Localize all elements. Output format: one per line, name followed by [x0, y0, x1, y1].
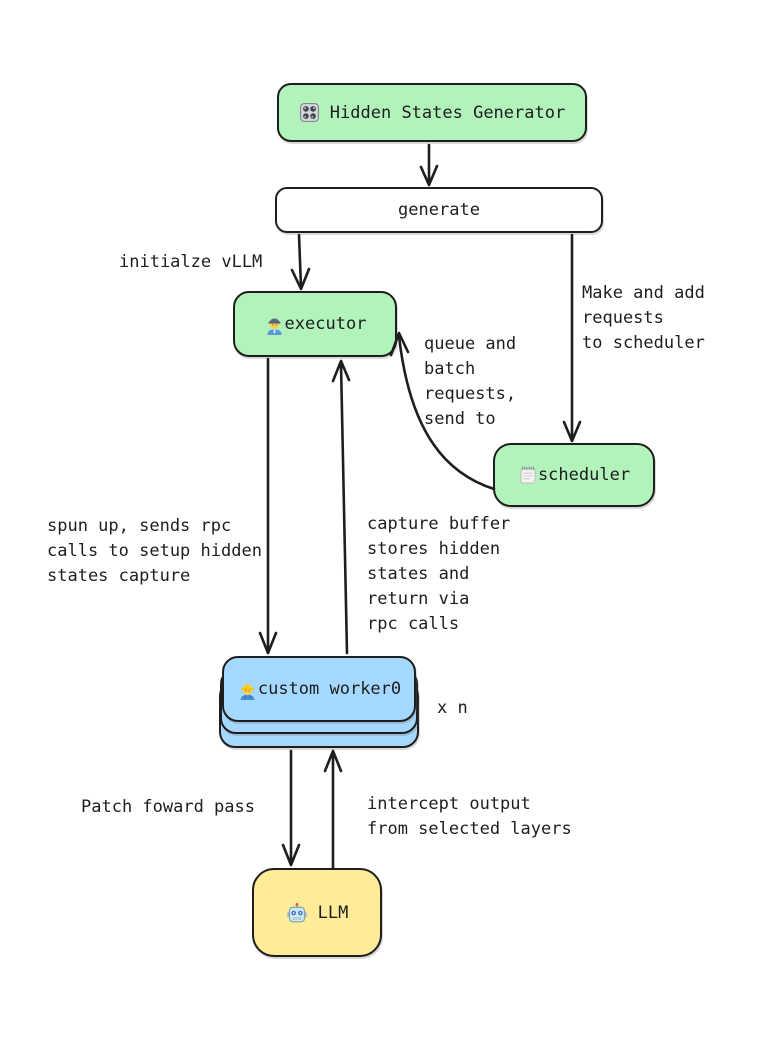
node-label-scheduler: scheduler	[537, 465, 631, 485]
arrow-generator-to-generate	[419, 143, 439, 187]
node-custom-worker: custom worker0	[222, 656, 416, 722]
arrow-generate-to-executor	[290, 233, 311, 291]
edge-label-capture-buffer: capture buffer stores hidden states and …	[367, 514, 511, 634]
worker-multiplier-label: x n	[437, 698, 468, 718]
arrow-worker-to-llm	[281, 749, 301, 867]
arrow-generate-to-scheduler	[562, 233, 582, 443]
node-label-generator: Hidden States Generator	[329, 102, 566, 123]
edge-label-initialize-vllm: initialze vLLM	[119, 252, 263, 272]
node-label-executor: executor	[284, 314, 367, 334]
edge-label-spun-up: spun up, sends rpc calls to setup hidden…	[47, 516, 262, 586]
node-scheduler: scheduler	[493, 443, 655, 507]
arrow-worker-to-executor	[331, 359, 351, 655]
node-llm: LLM	[252, 868, 382, 957]
control-knobs-icon	[299, 102, 320, 123]
arrow-executor-to-worker	[258, 357, 278, 655]
node-label-custom-worker: custom worker0	[257, 679, 402, 699]
node-label-generate: generate	[398, 200, 480, 220]
node-label-llm: LLM	[317, 902, 349, 923]
robot-icon	[286, 902, 308, 924]
spiral-notepad-icon	[518, 465, 538, 485]
node-executor: executor	[233, 291, 397, 357]
node-generate: generate	[275, 187, 603, 233]
edge-label-patch-forward: Patch foward pass	[81, 797, 255, 817]
node-hidden-states-generator: Hidden States Generator	[277, 83, 587, 142]
man-factory-worker-icon	[264, 314, 285, 335]
edge-label-queue-batch: queue and batch requests, send to	[424, 334, 517, 429]
construction-worker-icon	[237, 679, 258, 700]
edge-label-make-requests: Make and add requests to scheduler	[582, 283, 705, 353]
arrow-llm-to-worker	[323, 749, 343, 870]
edge-label-intercept: intercept output from selected layers	[367, 794, 572, 839]
